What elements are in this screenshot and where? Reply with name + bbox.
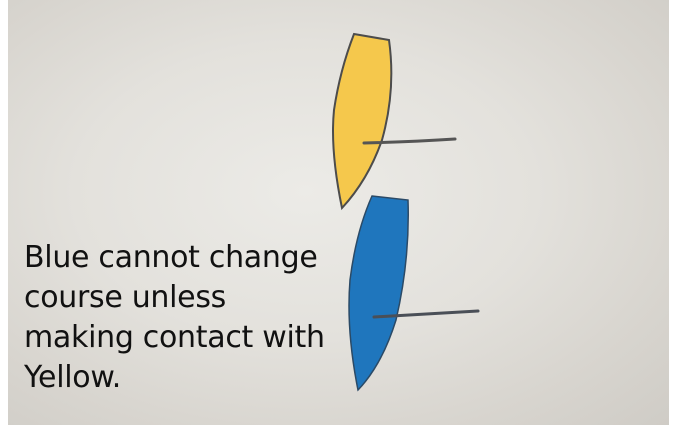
caption-line-4: Yellow. (24, 360, 122, 395)
caption-line-2: course unless (24, 280, 226, 315)
blue-boat-hull (348, 195, 409, 392)
diagram-photo (8, 0, 669, 425)
yellow-boat-hull (332, 32, 393, 211)
caption-text: Blue cannot change course unless making … (24, 238, 354, 398)
caption-line-3: making contact with (24, 320, 325, 355)
blue-boat (348, 195, 480, 392)
yellow-boat (332, 32, 457, 211)
yellow-boat-boom (362, 137, 457, 145)
blue-boat-boom (372, 309, 480, 319)
caption-line-1: Blue cannot change (24, 240, 318, 275)
boat-diagram (332, 32, 480, 392)
